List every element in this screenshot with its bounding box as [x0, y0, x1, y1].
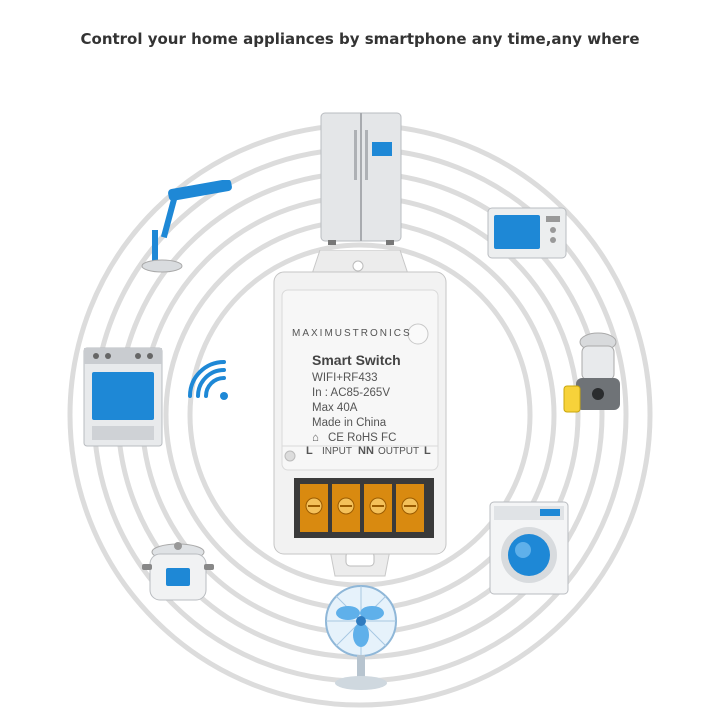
port-label-input: INPUT	[322, 446, 352, 457]
device-brand: MAXIMUSTRONICS	[292, 328, 412, 339]
desk-lamp-icon	[141, 180, 232, 273]
home-icon: ⌂	[312, 432, 319, 444]
microwave-icon	[487, 207, 567, 259]
spec-line-3: Max 40A	[312, 402, 358, 414]
device-title: Smart Switch	[312, 352, 401, 368]
terminal-block	[300, 484, 424, 532]
spec-line-2: In : AC85-265V	[312, 387, 390, 399]
port-label-output: OUTPUT	[378, 446, 419, 457]
juicer-icon	[563, 332, 620, 413]
spec-line-4: Made in China	[312, 417, 387, 429]
washing-machine-icon	[489, 501, 569, 595]
smart-switch-device: MAXIMUSTRONICS Smart Switch WIFI+RF433 I…	[273, 250, 447, 577]
refrigerator-icon	[320, 112, 402, 245]
fan-icon	[325, 585, 397, 690]
headline: Control your home appliances by smartpho…	[80, 30, 640, 48]
rice-cooker-icon	[142, 542, 214, 601]
wifi-icon	[188, 360, 228, 400]
oven-icon	[83, 347, 163, 447]
port-label-right-l: L	[424, 445, 431, 457]
cert-marks: CE RoHS FC	[328, 432, 396, 444]
spec-line-1: WIFI+RF433	[312, 372, 378, 384]
port-label-left-l: L	[306, 445, 313, 457]
port-label-nn: NN	[358, 445, 374, 457]
